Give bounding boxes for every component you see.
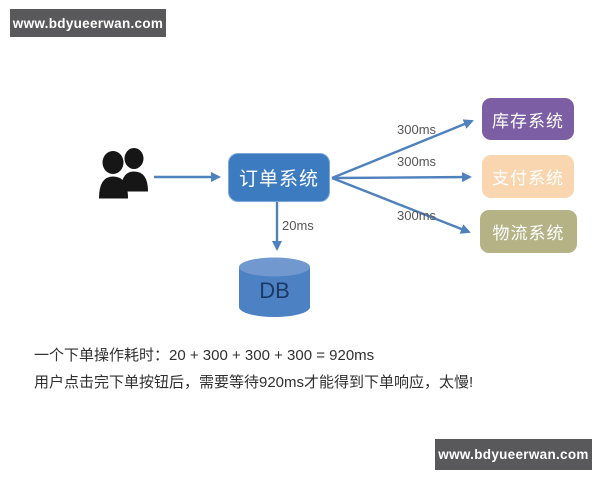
note-user-experience: 用户点击完下单按钮后，需要等待920ms才能得到下单响应，太慢! — [34, 374, 474, 391]
node-order-system: 订单系统 — [228, 153, 330, 202]
edge-order-logistics — [331, 176, 471, 234]
watermark-bottom-right: www.bdyueerwan.com — [435, 439, 592, 470]
latency-label-logistics: 300ms — [397, 208, 437, 223]
node-inventory-system: 库存系统 — [482, 98, 574, 140]
node-logistics-system: 物流系统 — [480, 210, 577, 253]
db-label: DB — [259, 278, 290, 303]
note-total-latency: 一个下单操作耗时：20 + 300 + 300 + 300 = 920ms — [34, 347, 375, 364]
node-payment-system: 支付系统 — [482, 155, 574, 198]
node-db: DB — [238, 256, 311, 318]
watermark-top-left: www.bdyueerwan.com — [10, 9, 166, 37]
latency-label-db: 20ms — [282, 218, 314, 233]
latency-label-inventory: 300ms — [397, 122, 437, 137]
users-icon — [99, 148, 148, 199]
db-cylinder-icon — [239, 257, 310, 317]
latency-label-payment: 300ms — [397, 154, 437, 169]
edge-order-payment — [331, 172, 473, 183]
